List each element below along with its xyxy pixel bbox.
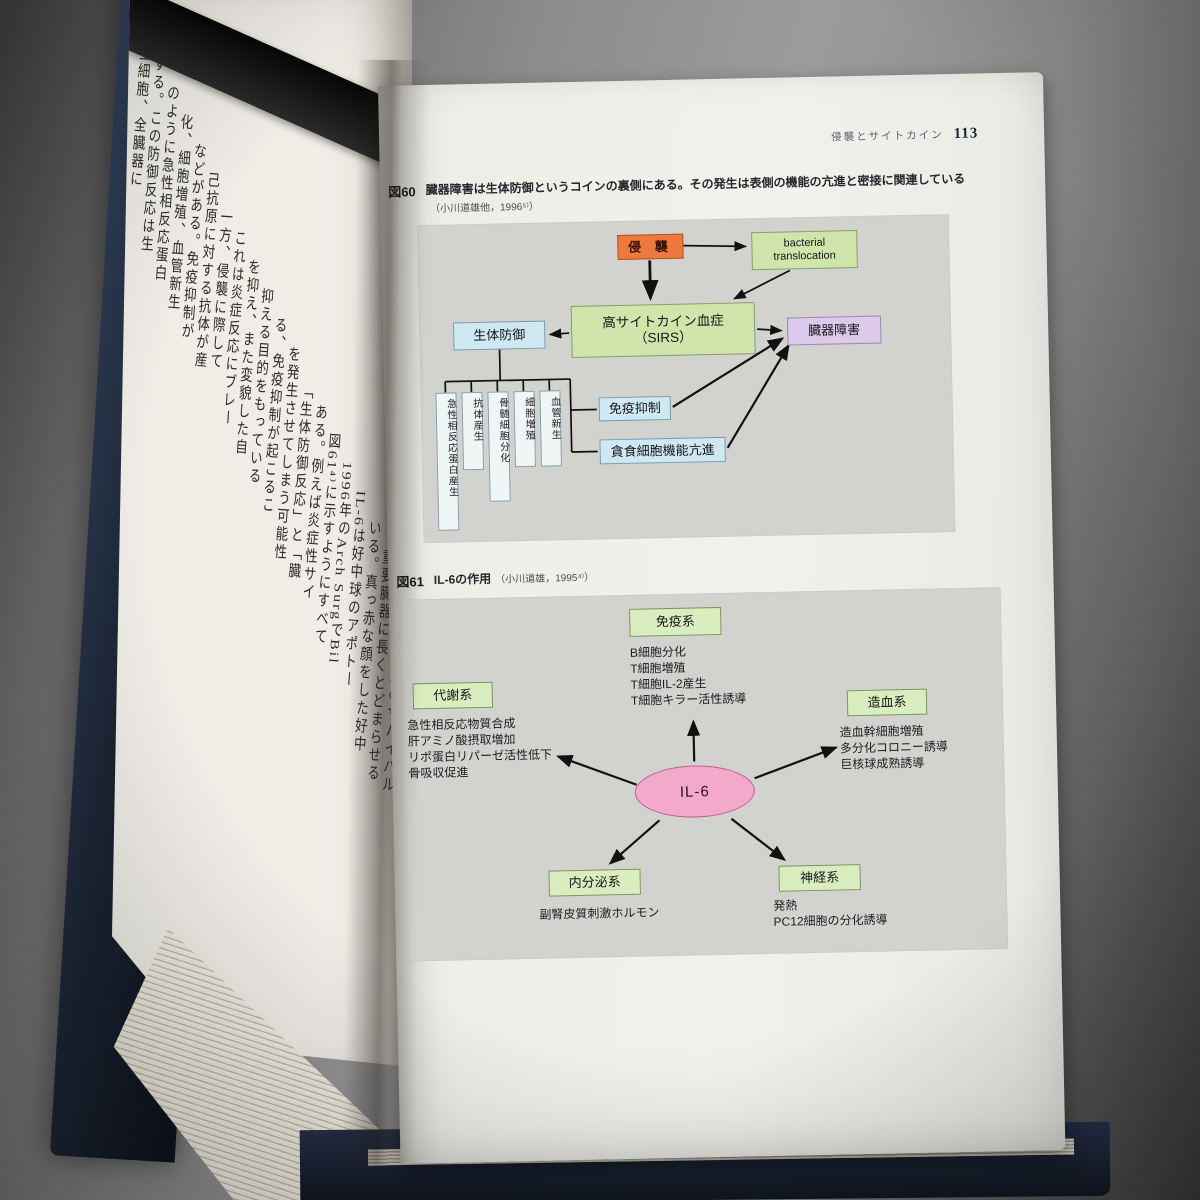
right-page: 侵襲とサイトカイン 113 図60 臓器障害は生体防御というコインの裏側にある。… [378, 72, 1066, 1164]
sirs-line2: （SIRS） [633, 329, 693, 346]
node-immunosuppression: 免疫抑制 [598, 395, 672, 422]
fig61-arrows [556, 719, 839, 865]
figure-caption-text: 臓器障害は生体防御というコインの裏側にある。その発生は表側の機能の亢進と密接に関… [425, 169, 988, 217]
branch-box: 細胞増殖 [513, 390, 537, 468]
figure-caption-text: IL-6の作用（小川道雄，1995⁴⁾） [434, 568, 595, 590]
branch-box: 血管新生 [539, 390, 563, 467]
nervous-items: 発熱 PC12細胞の分化誘導 [773, 896, 888, 930]
figure-label: 図61 [396, 574, 425, 590]
system-box-endocrine: 内分泌系 [548, 868, 641, 897]
figure-61-panel: 免疫系 B細胞分化 T細胞増殖 T細胞IL-2産生 T細胞キラー活性誘導 代謝系… [400, 587, 1009, 962]
running-header: 侵襲とサイトカイン 113 [831, 125, 979, 145]
caption-body: IL-6の作用 [433, 571, 492, 587]
node-phagocyte-function: 貪食細胞機能亢進 [599, 436, 726, 465]
system-item: リポ蛋白リパーゼ活性低下 [407, 747, 553, 765]
node-biodefense: 生体防御 [452, 320, 546, 351]
system-item: 骨吸収促進 [408, 765, 469, 781]
node-bacterial-translocation: bacterial translocation [751, 229, 858, 271]
node-sirs: 高サイトカイン血症 （SIRS） [570, 302, 756, 359]
branch-box: 抗体産生 [461, 391, 485, 471]
node-invasion: 侵 襲 [617, 233, 684, 261]
figure-source: （小川道雄他，1996⁵⁾） [429, 201, 540, 215]
system-item: T細胞キラー活性誘導 [630, 691, 747, 708]
caption-body: 臓器障害は生体防御というコインの裏側にある。その発生は表側の機能の亢進と密接に関… [425, 171, 966, 198]
immune-items: B細胞分化 T細胞増殖 T細胞IL-2産生 T細胞キラー活性誘導 [630, 642, 747, 708]
page-number: 113 [953, 125, 979, 142]
branch-box: 急性相反応蛋白産生 [435, 392, 460, 531]
system-item: 多分化コロニー誘導 [839, 739, 949, 756]
system-box-immune: 免疫系 [629, 606, 722, 637]
figure-label: 図60 [388, 184, 416, 200]
metabolic-items: 急性相反応物質合成 肝アミノ酸摂取増加 リポ蛋白リパーゼ活性低下 骨吸収促進 [407, 715, 552, 782]
figure-61-caption: 図61 IL-6の作用（小川道雄，1995⁴⁾） [396, 559, 996, 591]
system-item: 巨核球成熟誘導 [840, 755, 925, 772]
sirs-line1: 高サイトカイン血症 [602, 312, 724, 331]
system-box-hematopoietic: 造血系 [846, 688, 928, 717]
endocrine-items: 副腎皮質刺激ホルモン [539, 904, 659, 923]
system-item: PC12細胞の分化誘導 [773, 912, 888, 929]
system-box-metabolic: 代謝系 [412, 681, 494, 710]
branch-box: 骨髄細胞分化 [487, 391, 511, 502]
fig60-arrows [444, 241, 791, 453]
system-item: 副腎皮質刺激ホルモン [539, 905, 660, 922]
system-box-nervous: 神経系 [778, 864, 861, 892]
left-page: の全細胞、全臓器に する。この防御反応は生 のように急性相反応蛋白 化、細胞増殖… [112, 0, 412, 1068]
node-organ-damage: 臓器障害 [786, 315, 882, 346]
figure-source: （小川道雄，1995⁴⁾） [495, 572, 595, 586]
hematopoietic-items: 造血幹細胞増殖 多分化コロニー誘導 巨核球成熟誘導 [839, 722, 948, 772]
figure-60-panel: 侵 襲 bacterial translocation 高サイトカイン血症 （S… [416, 214, 956, 544]
header-title: 侵襲とサイトカイン [831, 129, 944, 144]
figure-60-caption: 図60 臓器障害は生体防御というコインの裏側にある。その発生は表側の機能の亢進と… [388, 169, 989, 218]
